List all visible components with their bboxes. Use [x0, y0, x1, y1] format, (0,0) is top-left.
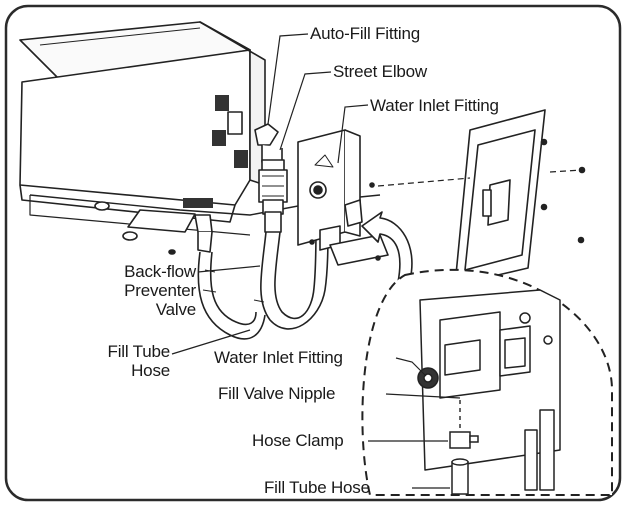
vent-grille [212, 95, 248, 168]
access-panel [454, 109, 586, 286]
label-back-flow-line3: Valve [155, 300, 196, 319]
insertion-arrow [361, 211, 413, 283]
water-inlet-box [297, 129, 389, 266]
label-water-inlet-fitting-detail: Water Inlet Fitting [214, 348, 343, 367]
label-fill-tube-hose-left: Fill Tube Hose [70, 342, 171, 380]
label-auto-fill-fitting: Auto-Fill Fitting [310, 24, 420, 43]
label-fill-tube-line1: Fill Tube [107, 342, 171, 361]
back-flow-valve-assembly [254, 123, 288, 233]
label-fill-tube-hose-detail: Fill Tube Hose [264, 478, 370, 497]
label-hose-clamp: Hose Clamp [252, 431, 344, 450]
detail-view [361, 268, 613, 496]
panel-dashed-line [377, 169, 583, 187]
label-back-flow-line1: Back-flow [124, 262, 196, 281]
label-fill-valve-nipple: Fill Valve Nipple [218, 384, 336, 403]
fill-tube-hoses [197, 224, 329, 340]
label-fill-tube-line2: Hose [131, 361, 170, 380]
label-water-inlet-fitting-top: Water Inlet Fitting [370, 96, 499, 115]
label-back-flow-line2: Preventer [124, 281, 196, 300]
label-street-elbow: Street Elbow [333, 62, 427, 81]
leader-lines [171, 33, 461, 489]
label-back-flow-preventer-valve: Back-flow Preventer Valve [88, 262, 196, 319]
appliance-cabinet [19, 21, 381, 255]
